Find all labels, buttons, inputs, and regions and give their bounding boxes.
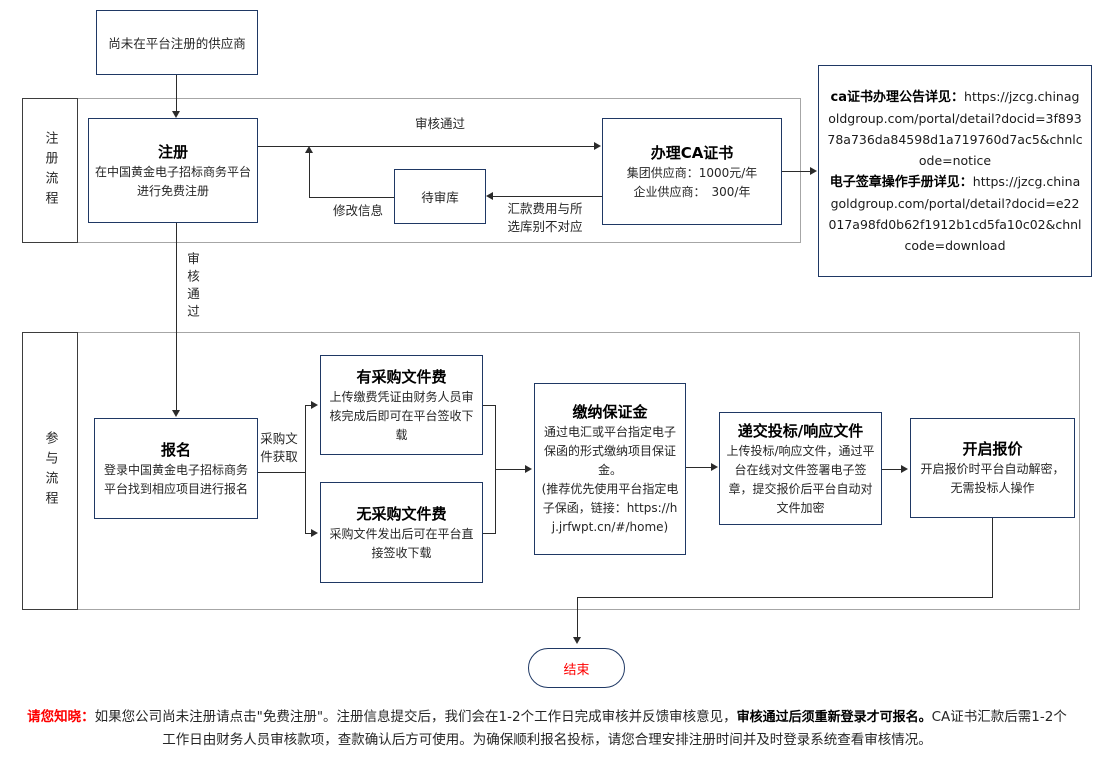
- edge-label-doc-obtain: 采购文件获取: [257, 430, 301, 466]
- footer-note: 请您知晓：如果您公司尚未注册请点击"免费注册"。注册信息提交后，我们会在1-2个…: [27, 709, 1067, 748]
- arrowhead-ca-to-info: [810, 167, 817, 175]
- arrowhead-to-submit: [711, 463, 718, 471]
- node-fee-yes-body: 上传缴费凭证由财务人员审核完成后即可在平台签收下载: [329, 389, 474, 442]
- node-signup-title: 报名: [160, 440, 191, 459]
- arrowhead-to-end: [573, 637, 581, 644]
- arrowhead-register-to-signup: [172, 410, 180, 417]
- edge-deposit-to-submit: [686, 467, 712, 468]
- node-submit-bid: 递交投标/响应文件 上传投标/响应文件，通过平台在线对文件签署电子签章，提交报价…: [719, 412, 882, 525]
- node-unregistered-supplier-label: 尚未在平台注册的供应商: [108, 36, 246, 51]
- node-register-body: 在中国黄金电子招标商务平台进行免费注册: [95, 164, 252, 198]
- edge-register-to-signup: [176, 223, 177, 410]
- edge-signup-connector: [258, 472, 305, 473]
- edge-ca-to-info: [782, 171, 811, 172]
- node-fee-no-title: 无采购文件费: [356, 504, 447, 523]
- node-deposit: 缴纳保证金 通过电汇或平台指定电子保函的形式缴纳项目保证金。 (推荐优先使用平台…: [534, 383, 686, 555]
- node-register-title: 注册: [157, 142, 188, 161]
- arrowhead-to-open: [901, 465, 908, 473]
- node-deposit-title: 缴纳保证金: [572, 403, 648, 421]
- lane-register-label-cell: 注册流程: [22, 98, 78, 243]
- edge-merge-bottom-branch: [483, 533, 495, 534]
- edge-open-to-end-across: [577, 597, 993, 598]
- node-deposit-body: 通过电汇或平台指定电子保函的形式缴纳项目保证金。 (推荐优先使用平台指定电子保函…: [541, 425, 679, 534]
- edge-merge-to-deposit: [495, 469, 526, 470]
- edge-split-bottom-branch: [305, 533, 312, 534]
- node-end-label: 结束: [563, 662, 590, 678]
- edge-label-remit-mismatch: 汇款费用与所选库别不对应: [503, 200, 587, 236]
- arrowhead-to-fee-yes: [311, 401, 318, 409]
- node-ca-cert: 办理CA证书 集团供应商：1000元/年 企业供应商： 300/年: [602, 118, 782, 225]
- edge-ca-to-pending: [493, 196, 602, 197]
- edge-split-top-branch: [305, 405, 312, 406]
- node-ca-cert-title: 办理CA证书: [650, 143, 734, 162]
- node-pending-pool-label: 待审库: [421, 190, 459, 205]
- edge-start-to-register: [176, 75, 177, 112]
- node-signup-body: 登录中国黄金电子招标商务平台找到相应项目进行报名: [103, 462, 248, 496]
- node-fee-no: 无采购文件费 采购文件发出后可在平台直接签收下载: [320, 482, 483, 583]
- arrowhead-pending-return: [305, 146, 313, 153]
- node-fee-yes: 有采购文件费 上传缴费凭证由财务人员审核完成后即可在平台签收下载: [320, 355, 483, 455]
- edge-label-modify-info: 修改信息: [330, 202, 386, 220]
- arrowhead-to-deposit: [525, 465, 532, 473]
- edge-split-bracket-left: [305, 405, 306, 534]
- edge-open-to-end-down: [992, 518, 993, 597]
- edge-merge-top-branch: [483, 405, 495, 406]
- lane-register-label: 注册流程: [42, 130, 58, 211]
- edge-open-to-end-final: [577, 597, 578, 637]
- edge-pending-return-horizontal: [309, 197, 394, 198]
- edge-label-audit-pass-vertical: 审核通过: [183, 250, 202, 324]
- node-ca-cert-price-group: 集团供应商：1000元/年: [626, 165, 758, 180]
- node-open-quote-body: 开启报价时平台自动解密，无需投标人操作: [920, 462, 1065, 495]
- edge-register-to-ca: [258, 146, 595, 147]
- node-submit-bid-title: 递交投标/响应文件: [737, 421, 864, 440]
- node-pending-pool: 待审库: [394, 169, 486, 224]
- node-ca-info-text: ca证书办理公告详见：https://jzcg.chinagoldgroup.c…: [827, 89, 1083, 253]
- node-submit-bid-body: 上传投标/响应文件，通过平台在线对文件签署电子签章，提交报价后平台自动对文件加密: [726, 443, 875, 515]
- node-register: 注册 在中国黄金电子招标商务平台进行免费注册: [88, 118, 258, 223]
- edge-submit-to-open: [882, 469, 902, 470]
- node-open-quote-title: 开启报价: [962, 440, 1023, 458]
- arrowhead-ca-to-pending: [486, 192, 493, 200]
- node-ca-info: ca证书办理公告详见：https://jzcg.chinagoldgroup.c…: [818, 65, 1092, 277]
- node-fee-yes-title: 有采购文件费: [356, 367, 447, 386]
- node-fee-no-body: 采购文件发出后可在平台直接签收下载: [329, 526, 474, 560]
- node-ca-cert-price-enterprise: 企业供应商： 300/年: [633, 184, 751, 199]
- lane-participate-label: 参与流程: [42, 431, 58, 511]
- node-open-quote: 开启报价 开启报价时平台自动解密，无需投标人操作: [910, 418, 1075, 518]
- edge-pending-return-vertical: [309, 152, 310, 197]
- arrowhead-start-to-register: [172, 111, 180, 118]
- node-end: 结束: [528, 648, 625, 688]
- arrowhead-to-fee-no: [311, 529, 318, 537]
- edge-label-audit-pass: 审核通过: [400, 115, 480, 133]
- node-unregistered-supplier: 尚未在平台注册的供应商: [96, 10, 258, 75]
- node-signup: 报名 登录中国黄金电子招标商务平台找到相应项目进行报名: [94, 418, 258, 519]
- arrowhead-register-to-ca: [594, 142, 601, 150]
- lane-participate-label-cell: 参与流程: [22, 332, 78, 610]
